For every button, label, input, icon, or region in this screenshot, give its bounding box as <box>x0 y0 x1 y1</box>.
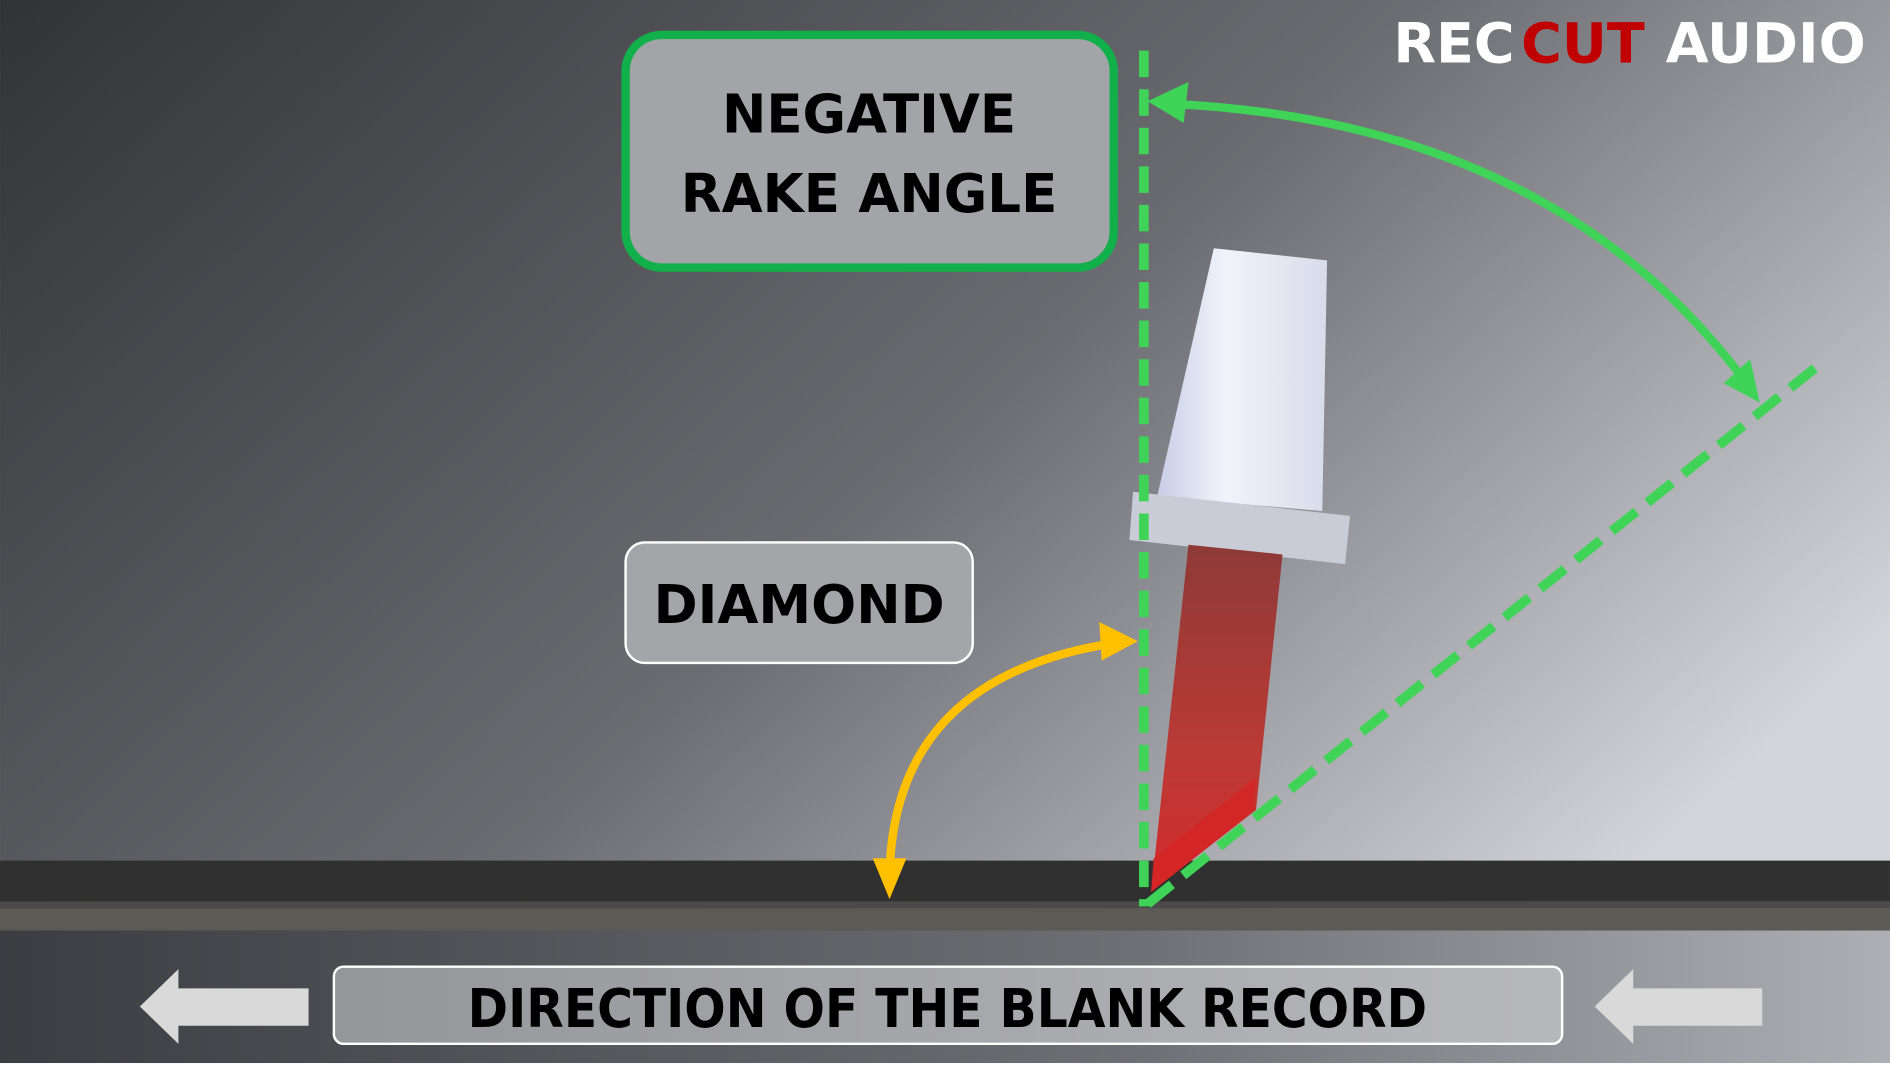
negative-rake-angle-label: NEGATIVE RAKE ANGLE <box>621 30 1118 272</box>
record-base <box>0 908 1890 931</box>
label-text: DIAMOND <box>654 574 945 636</box>
logo-cut: CUT <box>1521 13 1645 77</box>
diamond-angle-arc <box>885 638 1120 874</box>
label-text: DIRECTION OF THE BLANK RECORD <box>468 978 1427 1040</box>
arrowhead-icon <box>872 858 907 900</box>
label-box <box>332 965 1564 1046</box>
arrowhead-icon <box>1099 621 1138 661</box>
direction-label: DIRECTION OF THE BLANK RECORD <box>332 965 1564 1046</box>
left-arrow-icon <box>1594 969 1763 1044</box>
diamond-facet <box>1151 777 1256 892</box>
cutting-stylus <box>1129 248 1350 892</box>
arrowhead-icon <box>1147 81 1189 123</box>
logo-audio: AUDIO <box>1666 13 1866 77</box>
stylus-shank <box>1157 248 1328 512</box>
stylus-collar <box>1129 491 1350 565</box>
record-edge <box>0 901 1890 909</box>
left-arrow-icon <box>139 969 309 1044</box>
rake-angle-arc <box>1166 99 1754 391</box>
label-box <box>624 541 974 665</box>
label-line-2: RAKE ANGLE <box>681 163 1058 225</box>
logo-rec: REC <box>1393 13 1514 77</box>
bottom-margin <box>0 1063 1890 1086</box>
arrowhead-icon <box>1723 359 1760 403</box>
label-box <box>621 30 1118 272</box>
rake-angle-line <box>1144 355 1830 908</box>
label-line-1: NEGATIVE <box>722 84 1016 146</box>
record-surface <box>0 860 1890 902</box>
reccut-audio-logo: REC CUT AUDIO <box>1393 13 1865 77</box>
diamond-label: DIAMOND <box>624 541 974 665</box>
